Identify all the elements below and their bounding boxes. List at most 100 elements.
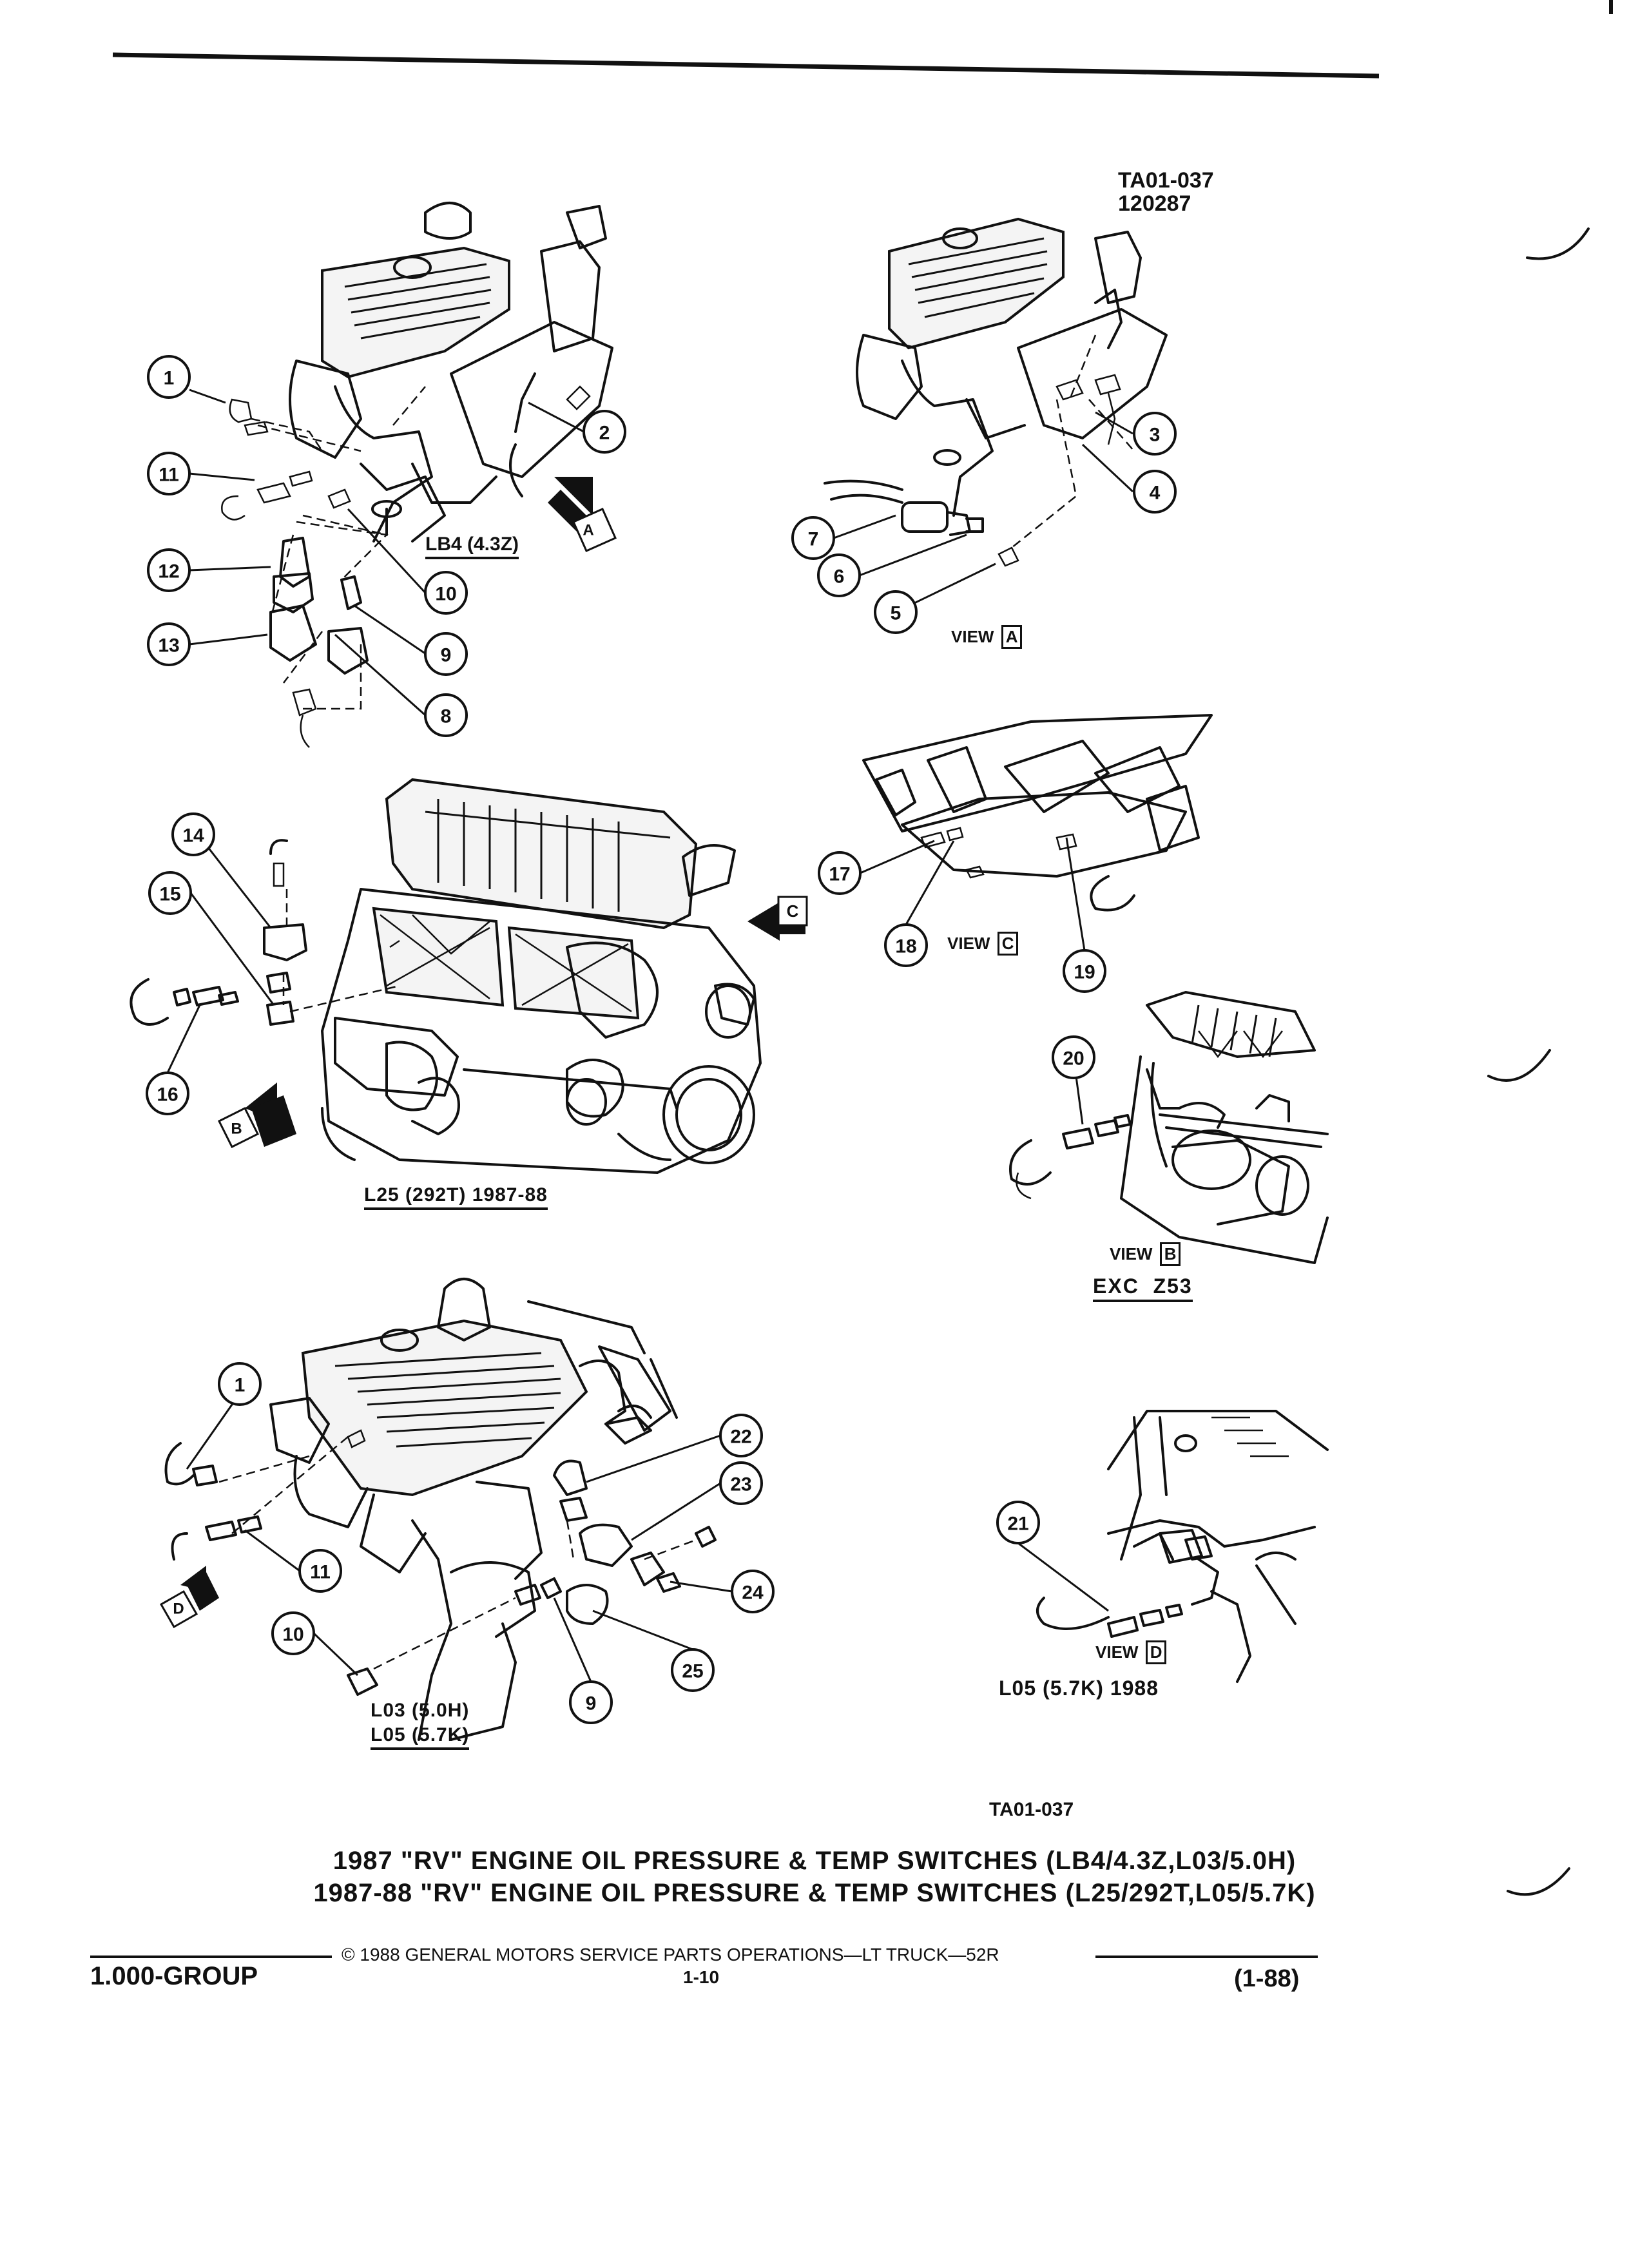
footer-copyright: © 1988 GENERAL MOTORS SERVICE PARTS OPER… xyxy=(342,1945,999,1965)
callout-4: 4 xyxy=(1133,470,1177,514)
callout-10: 10 xyxy=(424,571,468,615)
svg-text:11: 11 xyxy=(159,465,179,486)
view-a-arrow xyxy=(548,477,617,552)
callout-1: 1 xyxy=(147,355,191,399)
svg-text:14: 14 xyxy=(182,825,204,847)
svg-text:3: 3 xyxy=(1150,425,1161,446)
figure-code-top: TA01-037 xyxy=(1118,168,1214,193)
leader-lines xyxy=(166,389,1134,1682)
footer-revision: (1-88) xyxy=(1234,1965,1300,1992)
l25-label: L25 (292T) 1987-88 xyxy=(364,1184,548,1210)
callout-25: 25 xyxy=(671,1648,715,1692)
callout-9-lower: 9 xyxy=(569,1680,613,1724)
l25-exploded-parts xyxy=(130,839,400,1026)
callout-1-lower: 1 xyxy=(218,1362,262,1406)
figure-date-top: 120287 xyxy=(1118,191,1191,216)
footer-page-number: 1-10 xyxy=(683,1967,720,1987)
callout-11-lower: 11 xyxy=(298,1549,342,1593)
l03-l05-exploded-parts xyxy=(164,1436,717,1696)
title-line-1: 1987 "RV" ENGINE OIL PRESSURE & TEMP SWI… xyxy=(333,1847,1296,1875)
callout-21: 21 xyxy=(996,1501,1040,1544)
l03-label: L03 (5.0H) xyxy=(371,1700,470,1721)
margin-tick-3 xyxy=(1507,1867,1570,1896)
svg-text:4: 4 xyxy=(1150,483,1161,504)
svg-text:16: 16 xyxy=(157,1084,178,1106)
top-rule xyxy=(112,52,1380,79)
svg-text:8: 8 xyxy=(441,706,452,727)
view-b-arrow xyxy=(217,1082,296,1149)
svg-text:9: 9 xyxy=(586,1693,597,1715)
view-a-drawing xyxy=(824,217,1168,567)
arrow-letter-c: C xyxy=(787,901,799,921)
footer-rule-left xyxy=(90,1956,332,1958)
svg-text:2: 2 xyxy=(599,423,610,444)
callout-13: 13 xyxy=(147,622,191,666)
lb4-engine-drawing xyxy=(289,202,613,543)
footer-rule-right xyxy=(1095,1956,1318,1958)
arrow-letter-a: A xyxy=(583,522,593,539)
callout-7: 7 xyxy=(791,516,835,560)
lb4-exploded-parts xyxy=(221,386,426,748)
arrow-letter-d: D xyxy=(173,1600,184,1618)
margin-tick-1 xyxy=(1526,227,1590,260)
view-b-drawing xyxy=(1009,991,1329,1264)
svg-text:22: 22 xyxy=(730,1427,751,1448)
view-c-arrow xyxy=(747,896,808,941)
svg-text:18: 18 xyxy=(895,936,916,957)
view-a-word: VIEW xyxy=(951,627,994,646)
svg-text:13: 13 xyxy=(158,635,179,657)
view-b-word: VIEW xyxy=(1110,1244,1153,1264)
svg-text:10: 10 xyxy=(282,1624,304,1646)
callout-15: 15 xyxy=(148,871,192,915)
l03-l05-engine-drawing xyxy=(269,1278,678,1741)
view-a-letter-box: A xyxy=(1001,625,1023,649)
view-d-word: VIEW xyxy=(1095,1642,1139,1662)
callout-23: 23 xyxy=(719,1461,763,1505)
svg-text:24: 24 xyxy=(742,1582,764,1604)
callout-2: 2 xyxy=(583,410,626,454)
svg-text:7: 7 xyxy=(808,529,819,550)
svg-text:21: 21 xyxy=(1007,1514,1028,1535)
svg-text:12: 12 xyxy=(158,561,179,582)
view-b-letter-box: B xyxy=(1159,1242,1181,1266)
svg-text:1: 1 xyxy=(235,1375,246,1396)
callout-20: 20 xyxy=(1052,1035,1095,1079)
callout-16: 16 xyxy=(146,1072,189,1115)
view-d-arrow xyxy=(159,1566,219,1629)
callout-10-lower: 10 xyxy=(271,1611,315,1655)
callout-11: 11 xyxy=(147,452,191,495)
view-c-letter-box: C xyxy=(997,932,1019,956)
view-c-label: VIEW C xyxy=(947,932,1019,956)
view-d-engine-label: L05 (5.7K) 1988 xyxy=(999,1677,1159,1700)
svg-text:15: 15 xyxy=(159,884,180,905)
callout-9: 9 xyxy=(424,632,468,676)
svg-text:20: 20 xyxy=(1063,1048,1084,1070)
callout-8: 8 xyxy=(424,693,468,737)
view-d-label: VIEW D xyxy=(1095,1640,1167,1664)
svg-text:10: 10 xyxy=(435,584,456,605)
callout-18: 18 xyxy=(884,923,928,967)
view-c-drawing xyxy=(862,714,1213,912)
view-d-letter-box: D xyxy=(1145,1640,1167,1664)
callout-5: 5 xyxy=(874,590,918,634)
view-d-drawing xyxy=(1036,1410,1329,1683)
view-a-label: VIEW A xyxy=(951,625,1023,649)
title-line-2: 1987-88 "RV" ENGINE OIL PRESSURE & TEMP … xyxy=(313,1879,1316,1907)
callout-24: 24 xyxy=(731,1570,775,1613)
lb4-label: LB4 (4.3Z) xyxy=(425,533,519,559)
footer-group: 1.000-GROUP xyxy=(90,1962,258,1990)
view-b-exc-label: EXC Z53 xyxy=(1093,1274,1193,1302)
svg-text:5: 5 xyxy=(891,603,901,624)
callout-12: 12 xyxy=(147,548,191,592)
callout-14: 14 xyxy=(171,812,215,856)
svg-text:6: 6 xyxy=(834,566,845,588)
callout-17: 17 xyxy=(818,851,862,895)
margin-tick-2 xyxy=(1487,1049,1551,1082)
svg-text:9: 9 xyxy=(441,645,452,666)
callout-19: 19 xyxy=(1063,949,1106,993)
callout-6: 6 xyxy=(817,553,861,597)
l05-label: L05 (5.7K) xyxy=(371,1724,470,1750)
svg-text:25: 25 xyxy=(682,1661,703,1682)
